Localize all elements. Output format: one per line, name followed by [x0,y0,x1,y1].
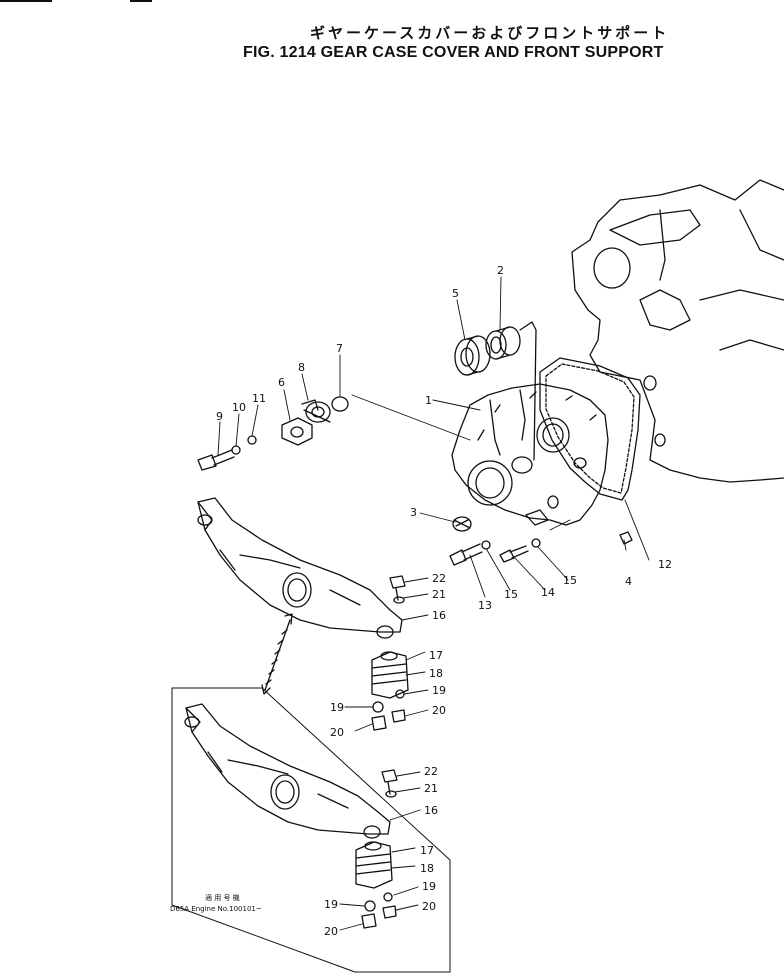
front-support-upper [197,497,403,639]
callout-labels: 1 2 3 4 5 6 7 8 9 10 11 12 13 14 15 15 2… [170,264,672,938]
engine-block [571,179,784,483]
callout-3: 3 [410,506,417,519]
callout-19-lower-a: 19 [324,898,338,911]
applicability-note-jp: 適 用 号 機 [205,893,240,902]
callout-19-upper-a: 19 [330,701,344,714]
top-rule-left [0,0,52,2]
gear-case-cover-1 [451,383,609,526]
mount-17-18-lower [355,841,393,889]
callout-14: 14 [541,586,555,599]
callout-15a: 15 [504,588,518,601]
collar-20-lower-a [361,913,377,929]
callout-20-upper-b: 20 [432,704,446,717]
callout-5: 5 [452,287,459,300]
callout-10: 10 [232,401,246,414]
callout-20-lower-a: 20 [324,925,338,938]
applicability-note-en: D65A Engine No.100101~ [170,905,262,913]
nut-19-lower-b [383,892,393,902]
collar-20-lower-b [382,905,397,919]
callout-9: 9 [216,410,223,423]
collar-20-upper-a [371,715,387,731]
flange-8 [301,399,331,423]
leader-bearing [519,321,537,461]
callout-21-upper: 21 [432,588,446,601]
callout-12: 12 [658,558,672,571]
leader-lines-top [217,276,650,598]
double-arrow [261,613,293,695]
figure-title: FIG. 1214 GEAR CASE COVER AND FRONT SUPP… [243,44,664,61]
callout-11: 11 [252,392,266,405]
callout-22-upper: 22 [432,572,446,585]
callout-6: 6 [278,376,285,389]
o-ring-7 [331,396,349,412]
callout-8: 8 [298,361,305,374]
callout-17-upper: 17 [429,649,443,662]
nut-19-lower-a [364,900,376,912]
bolt-14 [499,545,529,563]
collar-20-upper-b [391,709,406,723]
callout-16-lower: 16 [424,804,438,817]
callout-16-upper: 16 [432,609,446,622]
washer-21-upper [393,596,405,604]
leader-lines-lower-support [339,771,421,931]
plug-3 [452,516,472,532]
washer-21-lower [385,790,397,798]
top-rule-right [130,0,152,2]
callout-7: 7 [336,342,343,355]
callout-18-upper: 18 [429,667,443,680]
lock-washer-10 [231,445,241,455]
breather-22-upper [389,575,406,601]
callout-17-lower: 17 [420,844,434,857]
nut-19-upper-a [372,701,384,713]
leader-lines-upper-support [344,577,429,732]
washer-15a [481,540,491,550]
callout-2: 2 [497,264,504,277]
bushing-2 [485,326,521,360]
inset-frame [171,687,451,973]
breather-22-lower [381,769,398,795]
mount-17-18-upper [371,651,409,699]
gasket-12 [539,357,641,501]
plate-6 [281,417,313,446]
nut-4 [619,531,633,545]
callout-20-lower-b: 20 [422,900,436,913]
callout-21-lower: 21 [424,782,438,795]
front-support-lower [184,703,391,839]
callout-20-upper-a: 20 [330,726,344,739]
title-japanese: ギヤーケースカバーおよびフロントサポート [310,24,670,42]
callout-19-upper-b: 19 [432,684,446,697]
bearing-5 [454,335,491,376]
callout-15b: 15 [563,574,577,587]
callout-4: 4 [625,575,632,588]
callout-22-lower: 22 [424,765,438,778]
bolt-9 [197,449,235,471]
bolt-13 [449,543,483,566]
washer-15b [531,538,541,548]
callout-1: 1 [425,394,432,407]
callout-19-lower-b: 19 [422,880,436,893]
callout-18-lower: 18 [420,862,434,875]
washer-11 [247,435,257,445]
callout-13: 13 [478,599,492,612]
